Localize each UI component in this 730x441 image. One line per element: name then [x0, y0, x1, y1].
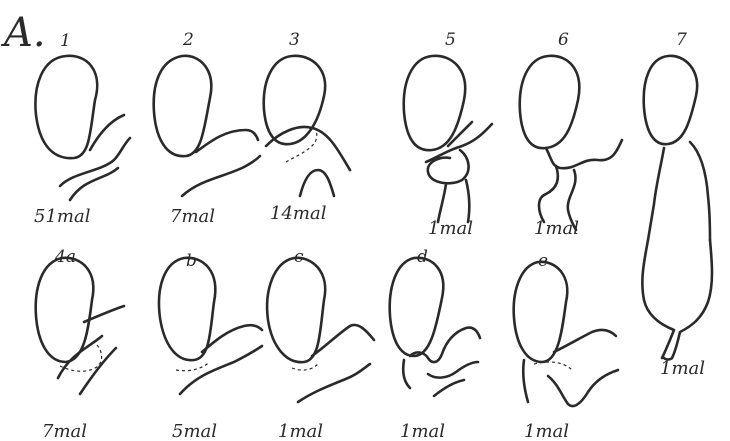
drawing-2	[154, 56, 260, 196]
panel-label-5: 5	[445, 30, 456, 50]
panel-label-7: 7	[676, 30, 687, 50]
drawing-4d	[390, 258, 480, 396]
panel-label-4b: b	[186, 251, 197, 271]
drawing-7	[642, 56, 712, 360]
drawing-4a	[36, 258, 124, 394]
drawing-6	[520, 56, 622, 230]
count-2: 7mal	[170, 206, 215, 227]
count-4a: 7mal	[42, 421, 87, 441]
count-3: 14mal	[270, 203, 327, 224]
count-1: 51mal	[34, 206, 91, 227]
panel-label-6: 6	[558, 30, 569, 50]
drawing-4b	[159, 258, 262, 394]
count-4d: 1mal	[400, 421, 445, 441]
count-7: 1mal	[660, 358, 705, 379]
panel-label-2: 2	[182, 30, 194, 50]
panel-label-3: 3	[289, 30, 300, 50]
drawing-1	[35, 56, 130, 200]
drawing-4e	[514, 262, 618, 406]
drawing-3	[264, 56, 350, 196]
panel-label-1: 1	[60, 31, 71, 51]
drawing-5	[404, 56, 492, 222]
count-4e: 1mal	[524, 421, 569, 441]
count-5: 1mal	[428, 218, 473, 239]
figure-letter: A.	[0, 10, 46, 56]
drawing-4c	[267, 258, 374, 402]
count-4b: 5mal	[172, 421, 217, 441]
count-4c: 1mal	[278, 421, 323, 441]
